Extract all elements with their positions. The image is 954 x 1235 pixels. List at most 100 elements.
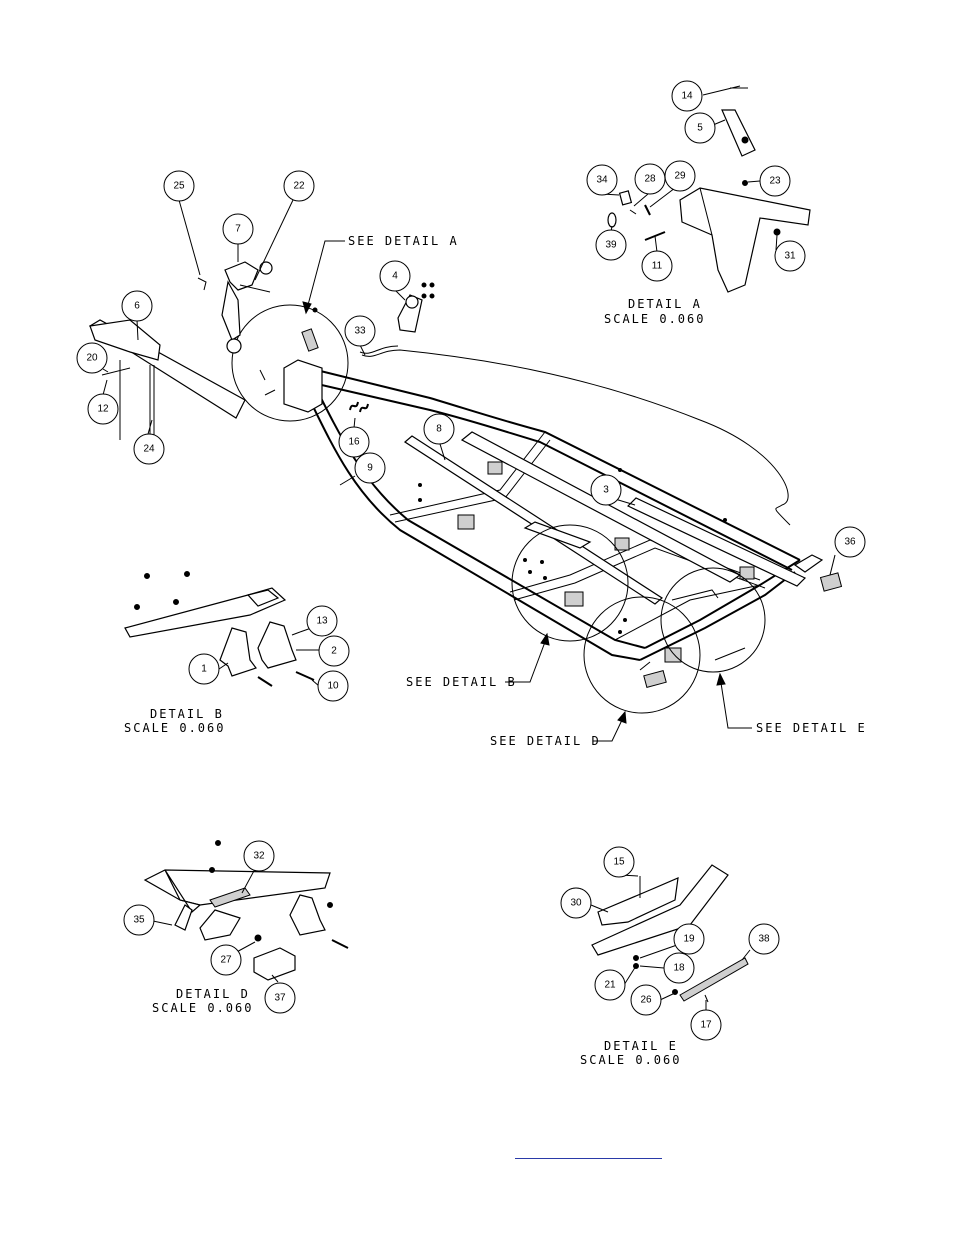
callout-12: 12 [87,393,119,425]
callout-6: 6 [121,290,153,322]
svg-text:20: 20 [86,353,98,364]
callout-11: 11 [641,250,673,282]
svg-text:24: 24 [143,444,155,455]
callout-37: 37 [264,982,296,1014]
callout-28: 28 [634,163,666,195]
callout-35: 35 [123,904,155,936]
svg-text:15: 15 [613,857,625,868]
svg-text:37: 37 [274,993,286,1004]
see-detail-d: SEE DETAIL D [490,710,627,748]
callout-24: 24 [133,433,165,465]
svg-text:3: 3 [603,485,609,496]
svg-text:27: 27 [220,955,232,966]
svg-text:38: 38 [758,934,770,945]
svg-text:14: 14 [681,91,693,102]
svg-text:DETAIL B: DETAIL B [150,707,224,721]
callouts: 1 2 3 4 5 6 7 8 9 10 11 12 13 14 15 16 1… [76,80,866,1041]
svg-text:26: 26 [640,995,652,1006]
svg-text:36: 36 [844,537,856,548]
callout-30: 30 [560,887,592,919]
front-fasteners [259,307,369,413]
callout-5: 5 [684,112,716,144]
end-cap-36 [819,572,843,592]
callout-39: 39 [595,229,627,261]
svg-text:1: 1 [201,664,207,675]
svg-text:2: 2 [331,646,337,657]
svg-text:4: 4 [392,271,398,282]
svg-text:SEE DETAIL D: SEE DETAIL D [490,734,601,748]
footer-link-underline[interactable] [515,1158,662,1159]
tongue-assembly [88,319,246,440]
callout-32: 32 [243,840,275,872]
svg-text:31: 31 [784,251,796,262]
caption-detail-a: DETAIL A SCALE 0.060 [604,297,705,326]
svg-text:SCALE 0.060: SCALE 0.060 [604,312,705,326]
callout-7: 7 [222,213,254,245]
see-detail-b: SEE DETAIL B [406,632,550,689]
callout-21: 21 [594,969,626,1001]
detail-e-view [591,589,749,1003]
svg-text:12: 12 [97,404,109,415]
callout-26: 26 [630,984,662,1016]
svg-text:21: 21 [604,980,616,991]
svg-text:28: 28 [644,174,656,185]
svg-text:39: 39 [605,240,617,251]
svg-text:35: 35 [133,915,145,926]
callout-8: 8 [423,413,455,445]
svg-text:6: 6 [134,301,140,312]
svg-text:16: 16 [348,437,360,448]
svg-text:17: 17 [700,1020,712,1031]
coupler-plate [397,282,435,333]
callout-36: 36 [834,526,866,558]
svg-text:7: 7 [235,224,241,235]
callout-33: 33 [344,315,376,347]
callout-16: 16 [338,426,370,458]
svg-text:DETAIL A: DETAIL A [628,297,702,311]
see-detail-e: SEE DETAIL E [716,672,865,735]
detail-b-view [124,571,315,687]
callout-29: 29 [664,160,696,192]
callout-15: 15 [603,846,635,878]
svg-text:SCALE 0.060: SCALE 0.060 [580,1053,681,1067]
callout-23: 23 [759,165,791,197]
svg-text:30: 30 [570,898,582,909]
callout-1: 1 [188,653,220,685]
callout-17: 17 [690,1009,722,1041]
callout-22: 22 [283,170,315,202]
svg-text:5: 5 [697,123,703,134]
callout-20: 20 [76,342,108,374]
svg-text:10: 10 [327,681,339,692]
detail-d-view [143,840,349,981]
svg-text:11: 11 [652,261,663,272]
callout-3: 3 [590,474,622,506]
svg-text:SCALE 0.060: SCALE 0.060 [124,721,225,735]
svg-text:19: 19 [683,934,695,945]
svg-text:DETAIL D: DETAIL D [176,987,250,1001]
svg-text:SEE DETAIL A: SEE DETAIL A [348,234,459,248]
callout-18: 18 [663,952,695,984]
svg-text:13: 13 [316,616,328,627]
svg-text:29: 29 [674,171,686,182]
trailer-frame [283,345,824,663]
callout-2: 2 [318,635,350,667]
callout-9: 9 [354,452,386,484]
callout-25: 25 [163,170,195,202]
svg-text:33: 33 [354,326,366,337]
svg-text:SEE DETAIL B: SEE DETAIL B [406,675,517,689]
callout-31: 31 [774,240,806,272]
detail-a-view [607,87,811,293]
callout-14: 14 [671,80,703,112]
svg-text:22: 22 [293,181,305,192]
caption-detail-d: DETAIL D SCALE 0.060 [152,987,251,1015]
callout-13: 13 [306,605,338,637]
see-detail-a: SEE DETAIL A [302,234,459,315]
svg-text:25: 25 [173,181,185,192]
caption-detail-b: DETAIL B SCALE 0.060 [124,707,225,735]
callout-34: 34 [586,164,618,196]
svg-text:32: 32 [253,851,265,862]
callout-19: 19 [673,923,705,955]
caption-detail-e: DETAIL E SCALE 0.060 [580,1039,681,1067]
winch-assembly [197,261,273,354]
svg-text:8: 8 [436,424,442,435]
svg-text:23: 23 [769,176,781,187]
